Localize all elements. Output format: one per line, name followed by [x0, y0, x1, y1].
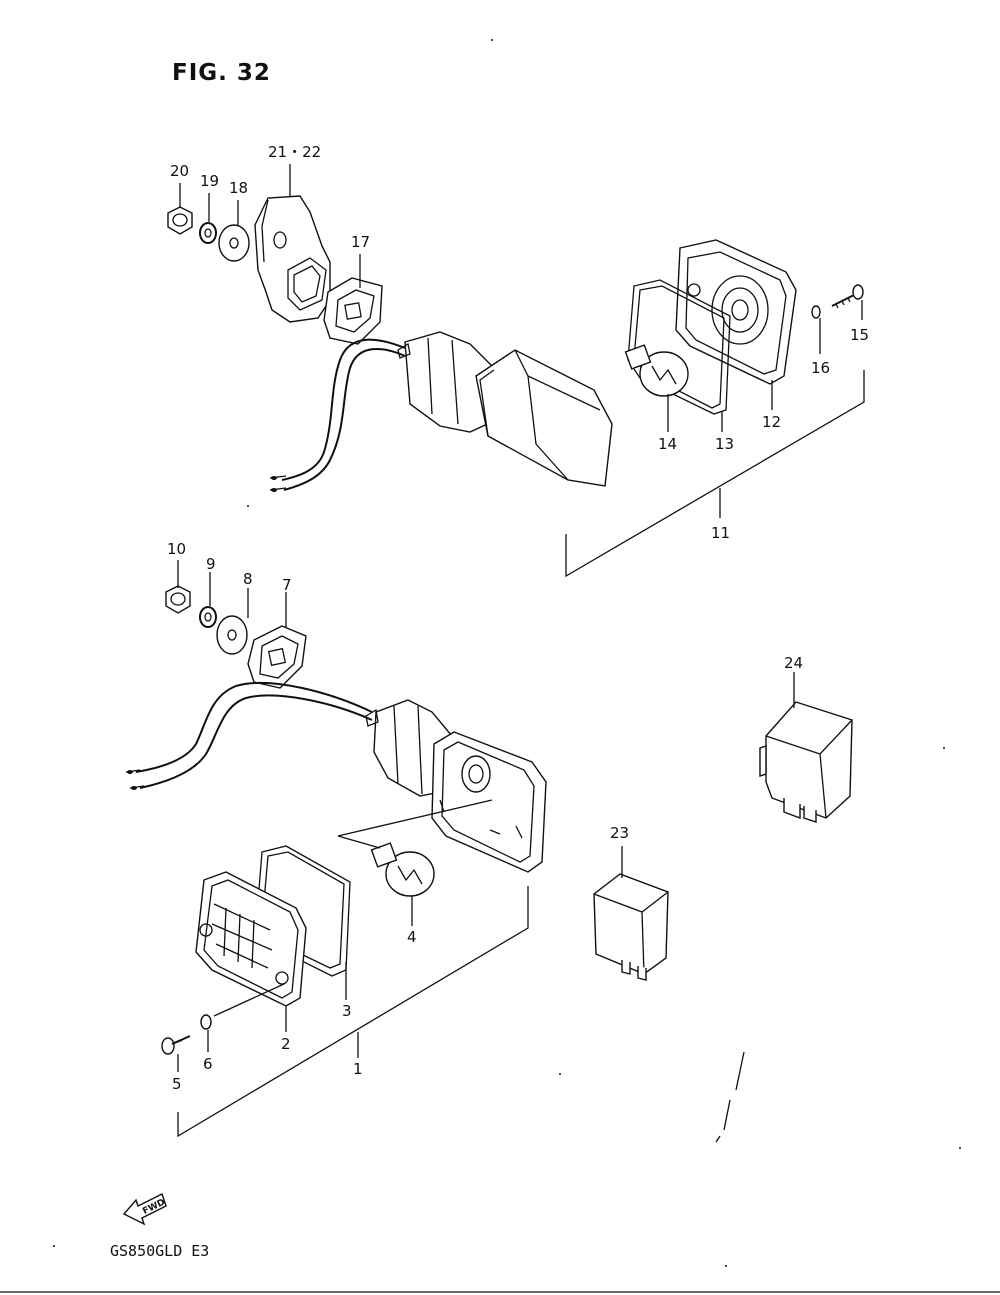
part-17-grommet — [323, 277, 383, 345]
callout-16: 16 — [811, 359, 830, 377]
callout-19: 19 — [200, 172, 219, 190]
callout-1-bracket — [177, 886, 529, 1138]
part-14-bulb — [624, 344, 689, 397]
part-6-washer — [200, 1014, 212, 1030]
part-24-relay: 24 — [759, 654, 853, 823]
part-10-nut — [165, 585, 191, 614]
callout-13: 13 — [715, 435, 734, 453]
upper-wire-harness — [269, 338, 406, 492]
callout-5: 5 — [172, 1075, 182, 1093]
part-7-grommet — [247, 625, 307, 689]
callout-10: 10 — [167, 540, 186, 558]
callout-18: 18 — [229, 179, 248, 197]
callout-6: 6 — [203, 1055, 213, 1073]
lower-signal-housing — [431, 731, 547, 873]
callout-12: 12 — [762, 413, 781, 431]
part-20-nut — [167, 206, 193, 235]
part-4-bulb — [337, 799, 493, 897]
part-23-relay: 23 — [593, 824, 669, 981]
part-16-washer — [811, 305, 821, 319]
callout-21-22: 21・22 — [268, 143, 321, 161]
callout-3: 3 — [342, 1002, 352, 1020]
callout-23: 23 — [610, 824, 629, 842]
callout-4: 4 — [407, 928, 417, 946]
callout-15: 15 — [850, 326, 869, 344]
callout-11-bracket — [565, 370, 865, 578]
part-19-lock-washer — [199, 222, 217, 244]
part-2-lens — [195, 871, 307, 1007]
callout-8: 8 — [243, 570, 253, 588]
part-8-washer — [216, 615, 248, 655]
callout-14: 14 — [658, 435, 677, 453]
callout-11: 11 — [711, 524, 730, 542]
lower-turn-signal-assembly: 10 9 8 7 4 3 2 1 6 5 — [125, 540, 547, 1138]
callout-1: 1 — [353, 1060, 363, 1078]
callout-2: 2 — [281, 1035, 291, 1053]
figure-title: FIG. 32 — [172, 60, 271, 86]
scan-artifacts — [53, 39, 961, 1267]
part-9-lock-washer — [199, 606, 217, 628]
upper-signal-housing — [397, 331, 613, 487]
callout-20: 20 — [170, 162, 189, 180]
callout-17: 17 — [351, 233, 370, 251]
part-21-22-bracket — [254, 195, 331, 323]
callout-7: 7 — [282, 576, 292, 594]
callout-24: 24 — [784, 654, 803, 672]
part-15-screw — [831, 284, 864, 309]
part-18-washer — [218, 224, 250, 262]
part-12-lens — [675, 239, 797, 385]
model-code: GS850GLD E3 — [110, 1242, 210, 1260]
lower-wire-harness — [125, 681, 373, 790]
part-5-screw — [161, 1035, 191, 1055]
forward-direction-arrow-icon: FWD — [122, 1193, 167, 1226]
callout-9: 9 — [206, 555, 216, 573]
upper-turn-signal-assembly: 20 19 18 21・22 17 15 16 12 14 13 11 — [167, 143, 869, 578]
